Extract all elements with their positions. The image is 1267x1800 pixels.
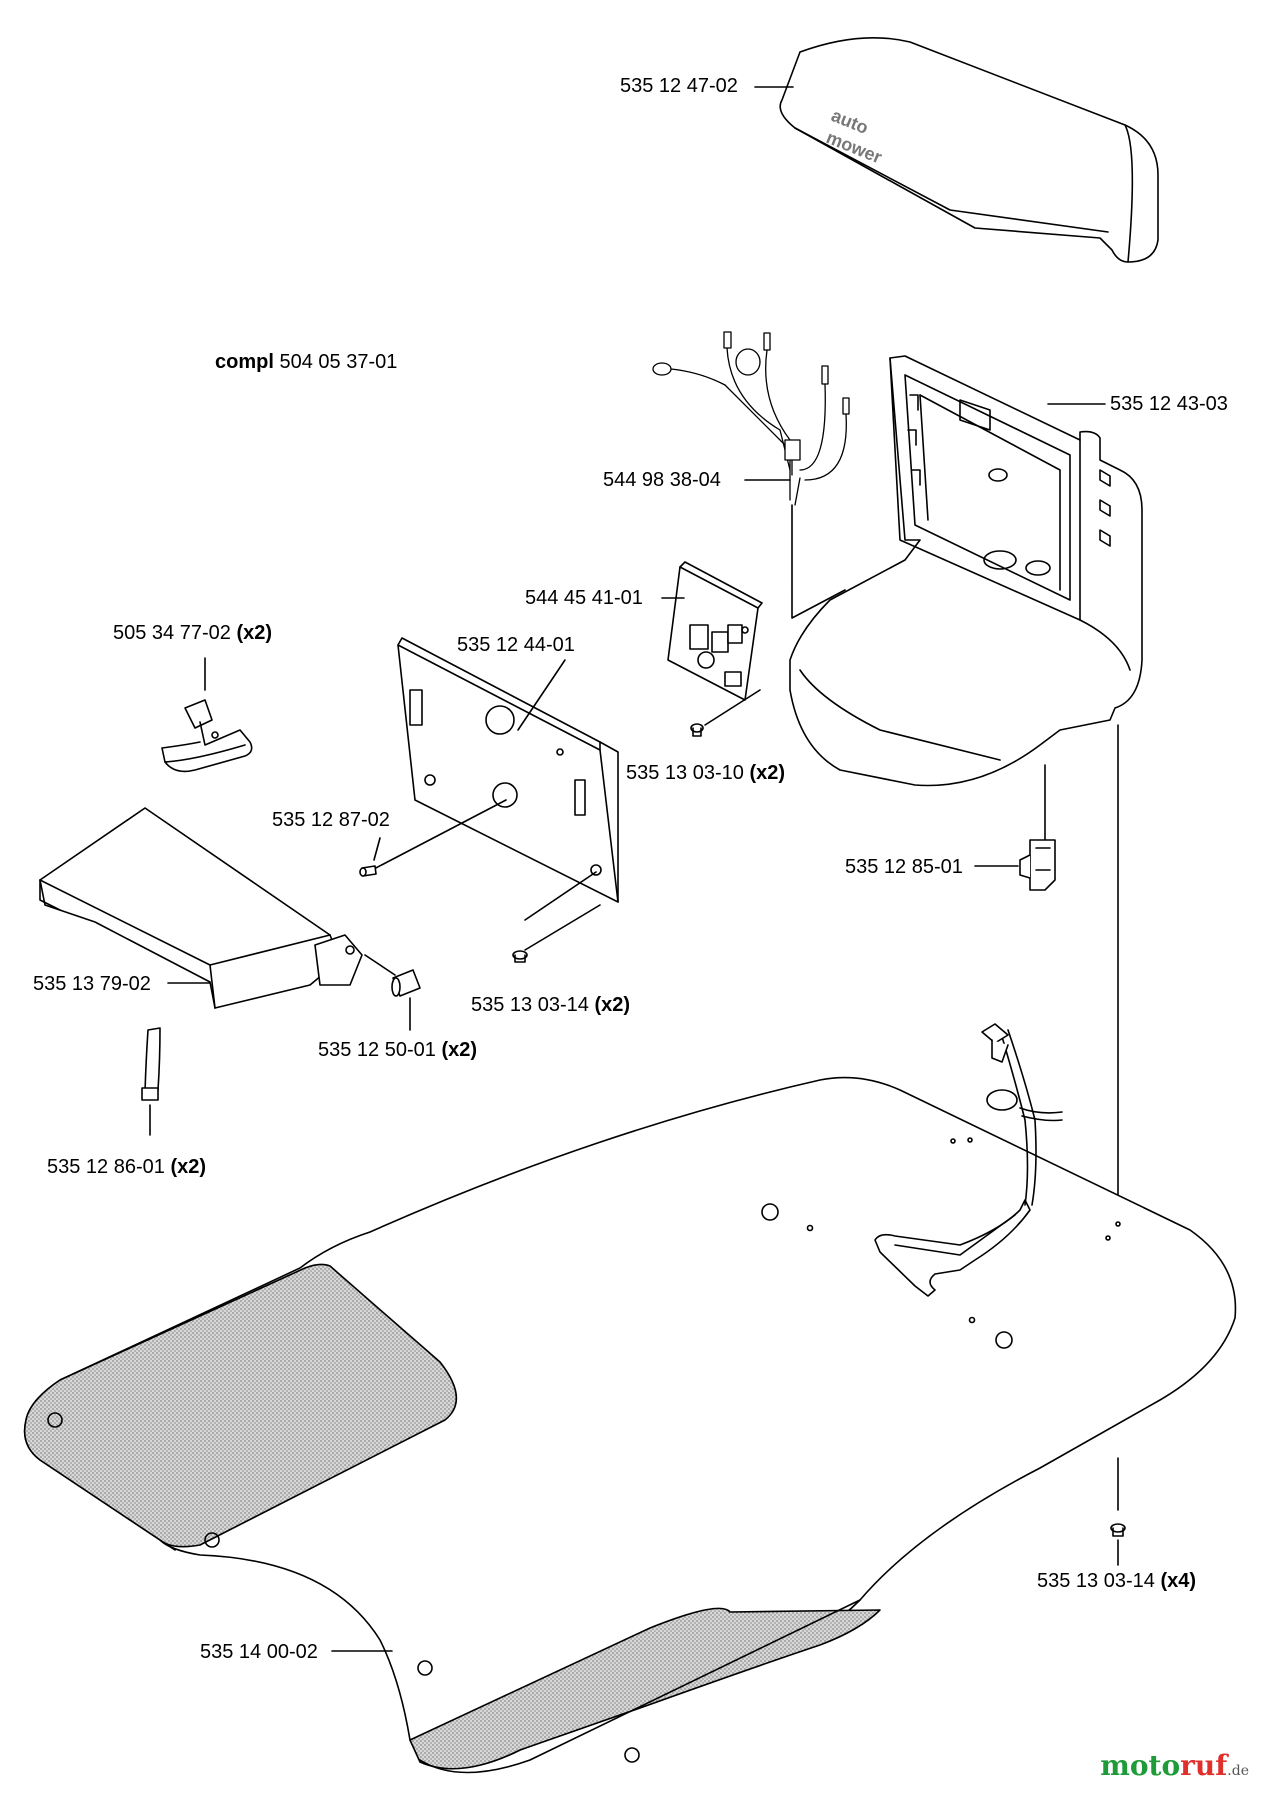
qty-bracket: (x2) [236,622,273,644]
part-label-housing: 535 12 43-03 [1110,393,1228,415]
plate-screw-line [524,871,597,921]
strip-part [141,1027,161,1101]
qty-screw-base: (x4) [1160,1570,1197,1592]
part-label-cover: 535 12 47-02 [620,75,738,97]
screw-pcb-line [704,689,761,726]
screw-plate-part [512,950,528,963]
leader-pin [373,837,381,861]
lid-part [39,807,363,1009]
leader-plate [517,659,566,731]
part-label-cable: 544 98 38-04 [603,469,721,491]
part-label-screw-plate: 535 13 03-14 (x2) [471,994,631,1016]
connector-part [1019,764,1056,891]
compl-label: compl 504 05 37-01 [215,351,398,373]
part-label-lid: 535 13 79-02 [33,973,151,995]
mounting-plate-part [397,637,619,903]
bracket-part [161,699,253,773]
sleeve-axis-line [364,954,396,976]
part-label-screw-pcb: 535 13 03-10 (x2) [626,762,786,784]
pin-axis-line [371,799,507,871]
part-label-plate: 535 12 44-01 [457,634,575,656]
base-cable-part [981,1023,1063,1206]
part-label-bracket: 505 34 77-02 (x2) [113,622,273,644]
pin-part [359,865,377,877]
watermark-logo: motoruf.de [1100,1749,1249,1782]
part-label-connector: 535 12 85-01 [845,856,963,878]
screw-pcb-part [690,723,704,737]
screw-plate-line [524,904,601,951]
base-plate-part [23,1076,1237,1774]
part-label-base-plate: 535 14 00-02 [200,1641,318,1663]
pcb-part [667,561,763,701]
qty-strip: (x2) [170,1156,207,1178]
sleeve-part [391,969,421,997]
part-label-strip: 535 12 86-01 (x2) [47,1156,207,1178]
part-label-pin: 535 12 87-02 [272,809,390,831]
part-label-screw-base: 535 13 03-14 (x4) [1037,1570,1197,1592]
top-cover-part: auto mower [779,36,1159,263]
cable-harness-part [652,331,850,619]
qty-screw-plate: (x2) [594,994,631,1016]
part-label-pcb: 544 45 41-01 [525,587,643,609]
screw-base-part [1110,1523,1126,1537]
part-label-sleeve: 535 12 50-01 (x2) [318,1039,478,1061]
qty-sleeve: (x2) [441,1039,478,1061]
qty-screw-pcb: (x2) [749,762,786,784]
housing-part [789,355,1143,787]
